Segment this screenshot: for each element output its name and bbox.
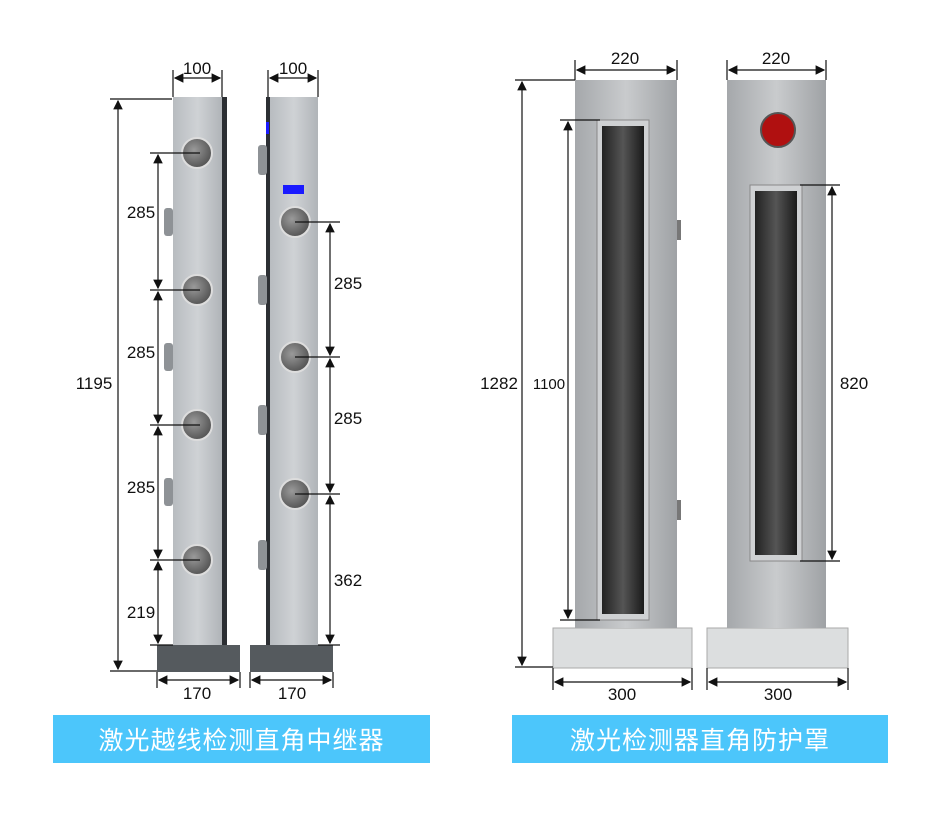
dim-spacing: 285: [127, 203, 155, 222]
dim-cover-width-right: 220: [762, 49, 790, 68]
protective-cover-1: [552, 80, 693, 669]
dim-cover-width-left: 220: [611, 49, 639, 68]
dim-spacing: 285: [334, 274, 362, 293]
dim-spacing: 285: [127, 343, 155, 362]
dim-width-left: 100: [183, 59, 211, 78]
dim-spacing: 285: [127, 478, 155, 497]
repeater-pillar-side: [250, 97, 333, 672]
dim-height-total: 1195: [76, 374, 113, 393]
dim-width-right: 100: [279, 59, 307, 78]
dim-spacing: 285: [334, 409, 362, 428]
dim-spacing: 362: [334, 571, 362, 590]
dim-window-right: 820: [840, 374, 868, 393]
dim-window-left: 1100: [533, 376, 565, 393]
repeater-pillar-front: [157, 97, 240, 672]
dim-base-right: 170: [278, 684, 306, 703]
cover-title-banner: 激光检测器直角防护罩: [512, 715, 888, 763]
dim-base-left: 170: [183, 684, 211, 703]
dim-cover-base-left: 300: [608, 685, 636, 704]
dim-spacing: 219: [127, 603, 155, 622]
protective-cover-2: [706, 80, 849, 669]
repeater-title-banner: 激光越线检测直角中继器: [53, 715, 430, 763]
indicator-red: [760, 112, 796, 148]
dim-cover-base-right: 300: [764, 685, 792, 704]
indicator-blue: [283, 185, 304, 194]
dimension-lines: [110, 60, 849, 690]
dim-cover-height: 1282: [480, 374, 518, 393]
